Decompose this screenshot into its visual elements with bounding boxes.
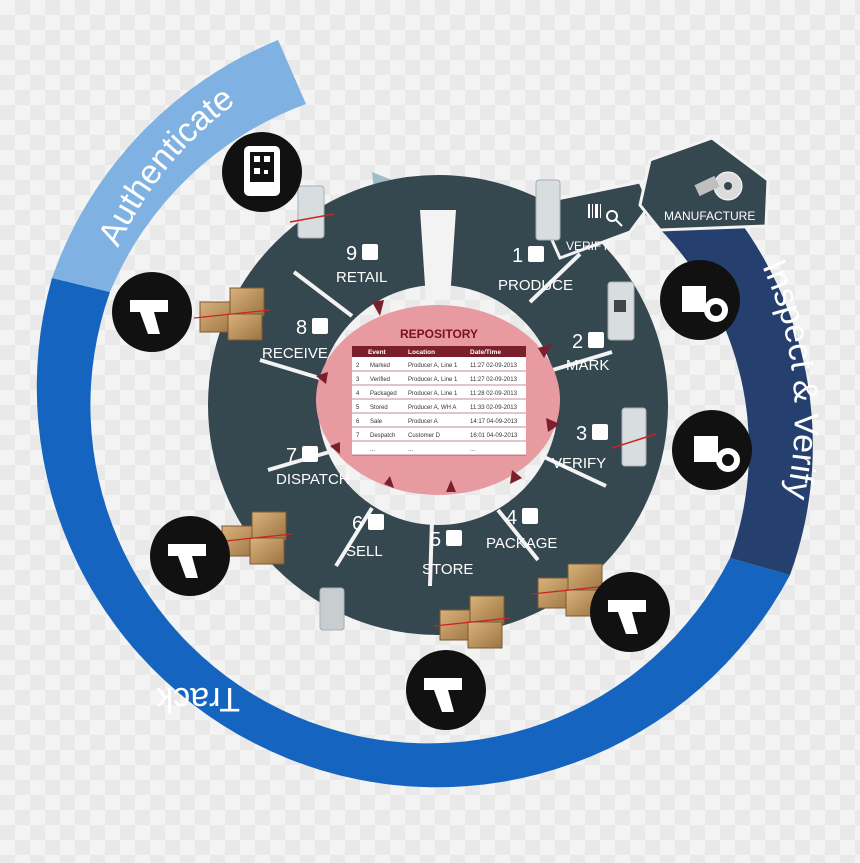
repository-cell: 11:33 02-09-2013	[470, 405, 518, 411]
repository-cell: Customer D	[408, 433, 441, 439]
camera-circle-1	[660, 260, 740, 340]
terminal-device-mark	[608, 282, 634, 340]
repository-cell: Producer A, Line 1	[408, 377, 458, 383]
segment-number: 5	[430, 529, 441, 551]
verify-banner-label: VERIFY	[566, 239, 609, 253]
barcode-scanner-circle	[590, 572, 670, 652]
segment-number: 7	[286, 445, 297, 467]
segment-number: 2	[572, 331, 583, 353]
repository-cell: 11:28 02-09-2013	[470, 391, 518, 397]
terminal-device-produce	[536, 180, 560, 240]
repository-cell: Sale	[370, 419, 383, 425]
factory-icon	[528, 246, 544, 262]
handshake-icon	[368, 514, 384, 530]
terminal-device-bottom	[320, 588, 344, 630]
segment-number: 8	[296, 317, 307, 339]
repository-title: REPOSITORY	[400, 327, 478, 341]
segment-number: 1	[512, 245, 523, 267]
repository-cell: Marked	[370, 363, 390, 369]
package-icon	[522, 508, 538, 524]
repository-cell: Producer A, Line 1	[408, 363, 458, 369]
segment-number: 6	[352, 513, 363, 535]
repository-cell: Packaged	[370, 391, 397, 397]
camera-circle-2	[672, 410, 752, 490]
segment-number: 4	[506, 507, 517, 529]
segment-label: STORE	[422, 561, 473, 578]
warehouse-icon	[446, 530, 462, 546]
repository-cell: Producer A, WH A	[408, 405, 456, 411]
phone-qr-circle	[222, 132, 302, 212]
segment-label: MARK	[566, 357, 609, 374]
segment-number: 3	[576, 423, 587, 445]
barcode-scanner-circle	[150, 516, 230, 596]
barcode-scanner-circle	[406, 650, 486, 730]
repository-cell: ...	[408, 447, 413, 453]
repository-cell: 11:27 02-09-2013	[470, 377, 518, 383]
repository-col-location: Location	[408, 349, 435, 356]
segment-number: 9	[346, 243, 357, 265]
segment-label: VERIFY	[552, 455, 606, 472]
repository-cell: 14:17 04-09-2013	[470, 419, 518, 425]
segment-label: PRODUCE	[498, 277, 573, 294]
package-boxes	[194, 288, 270, 340]
repository-col-datetime: Date/Time	[470, 349, 501, 356]
repository-col-event: Event	[368, 349, 387, 356]
repository-cell: 16:01 04-09-2013	[470, 433, 518, 439]
manufacture-banner-label: MANUFACTURE	[664, 209, 755, 223]
cart-icon	[362, 244, 378, 260]
barcode-scanner-circle	[112, 272, 192, 352]
repository-cell: ...	[470, 447, 475, 453]
warehouse-icon	[312, 318, 328, 334]
repository-cell: Despatch	[370, 433, 395, 439]
repository-cell: Producer A	[408, 419, 438, 425]
repository-cell: Producer A, Line 1	[408, 391, 458, 397]
top-gap	[420, 210, 456, 300]
segment-label: SELL	[346, 543, 383, 560]
repository-cell: ...	[370, 447, 375, 453]
barcode-icon	[588, 332, 604, 348]
segment-label: RECEIVE	[262, 345, 328, 362]
track-label: Track	[155, 680, 240, 718]
barcode-magnifier-icon	[592, 424, 608, 440]
segment-label: RETAIL	[336, 269, 387, 286]
repository-cell: Verified	[370, 377, 390, 383]
repository-cell: 11:27 02-09-2013	[470, 363, 518, 369]
truck-icon	[302, 446, 318, 462]
repository-cell: Stored	[370, 405, 388, 411]
segment-label: DISPATCH	[276, 471, 350, 488]
segment-label: PACKAGE	[486, 535, 557, 552]
